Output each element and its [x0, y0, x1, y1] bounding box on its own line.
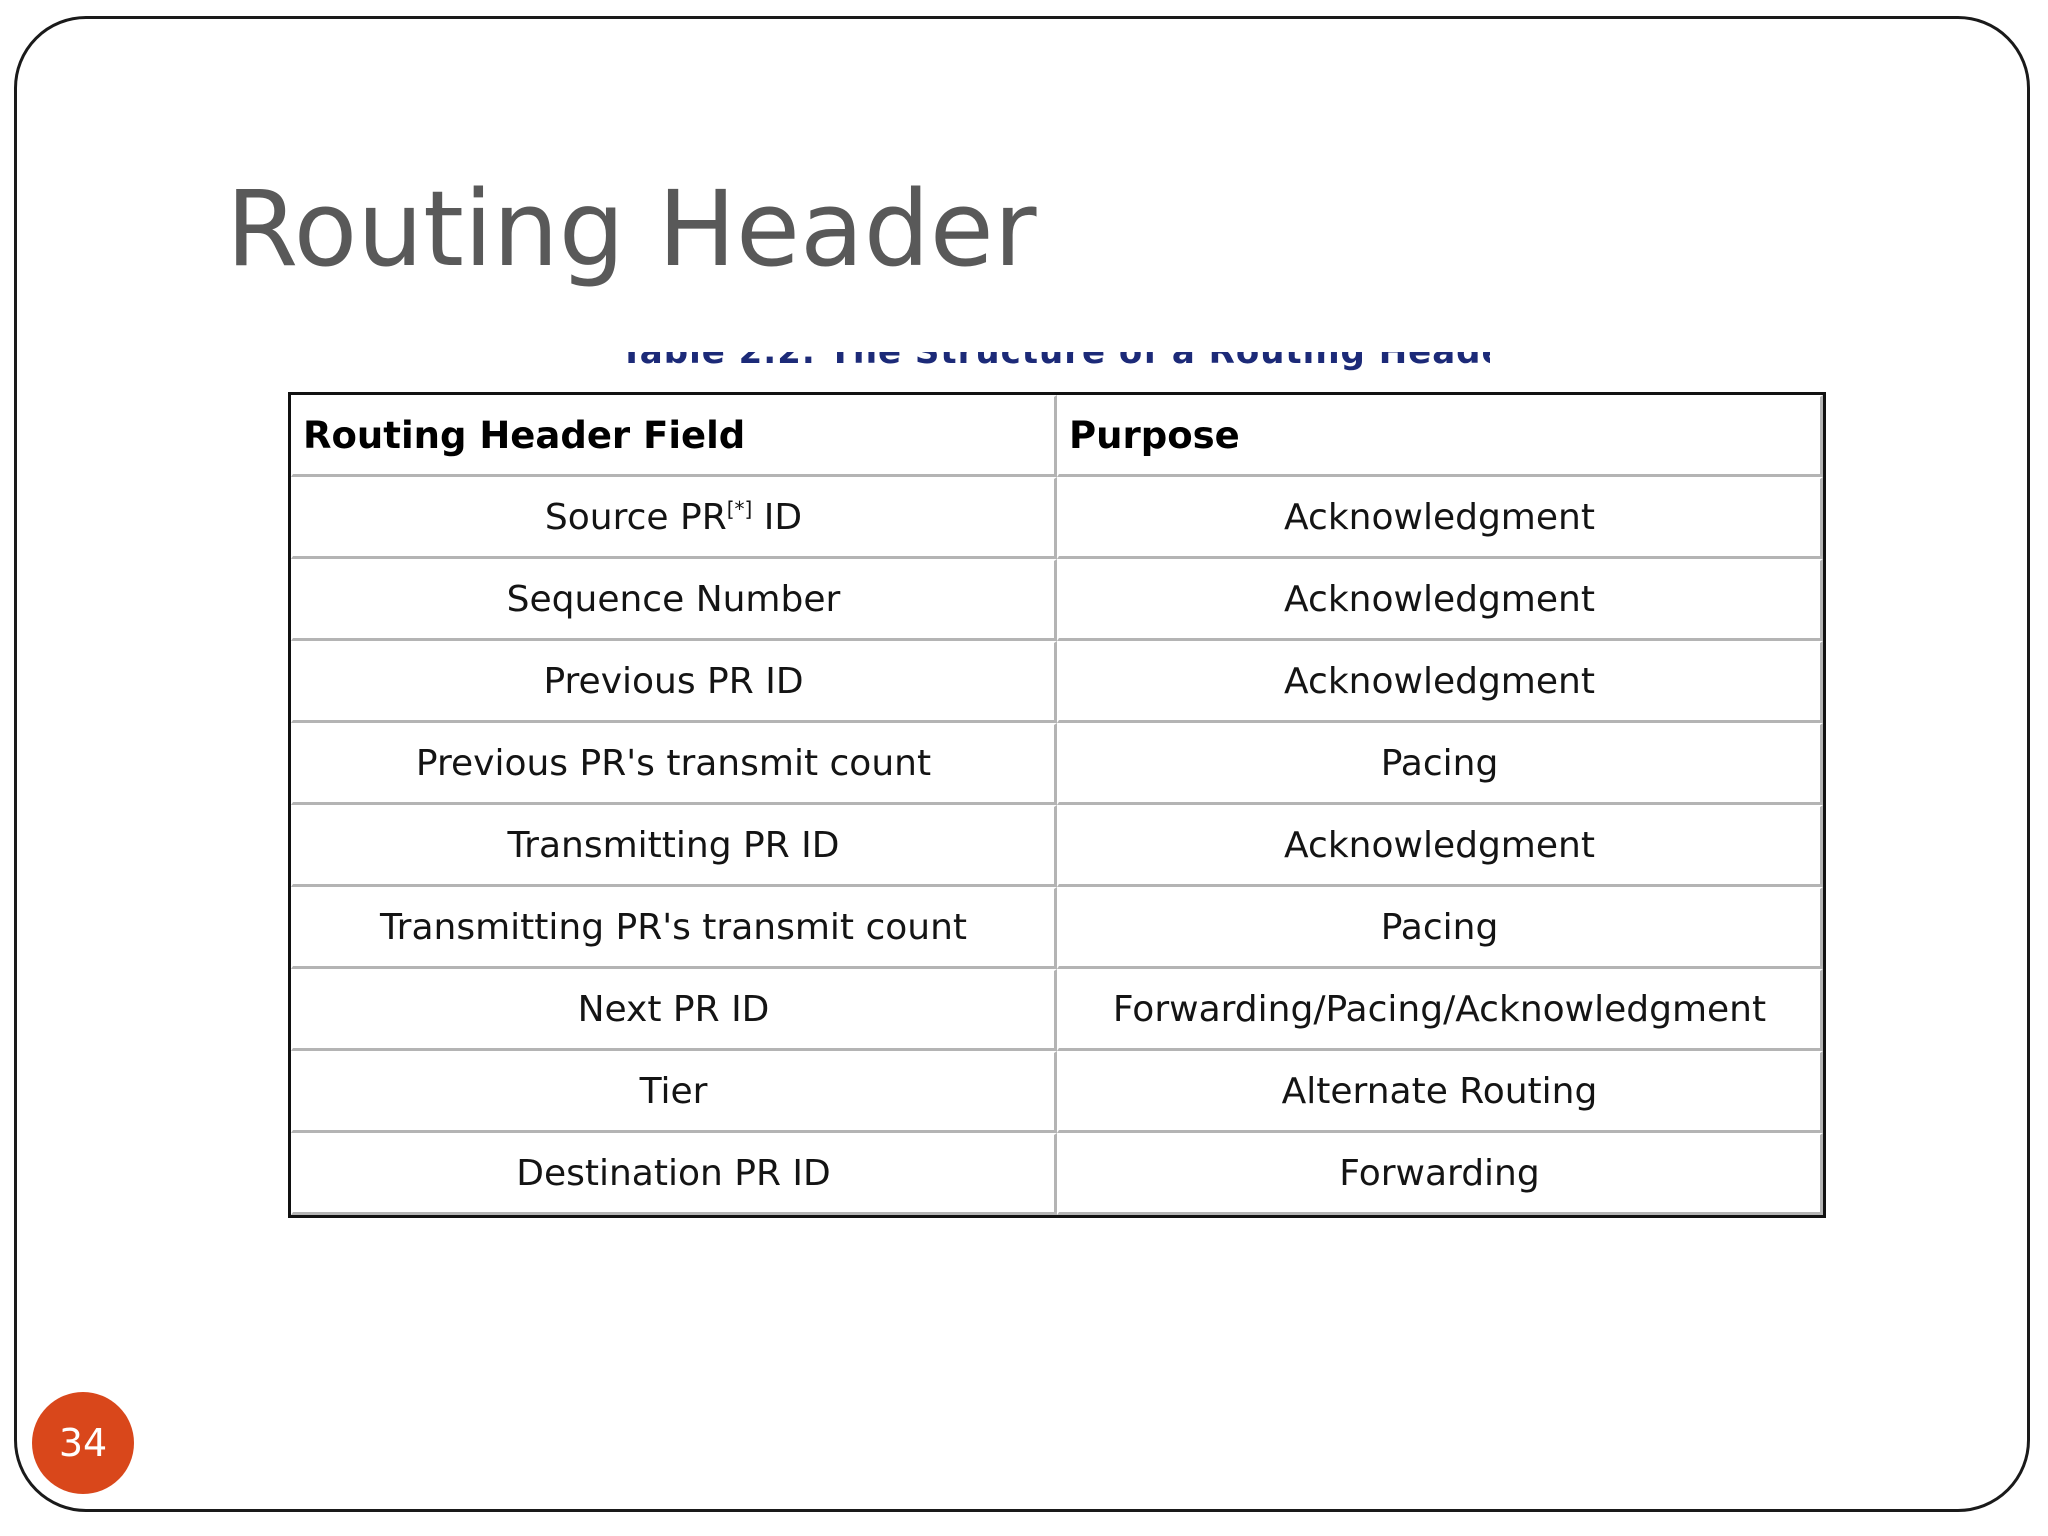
field-cell: Previous PR ID	[291, 641, 1057, 723]
purpose-cell: Acknowledgment	[1057, 641, 1823, 723]
table-row: Previous PR's transmit count Pacing	[291, 723, 1823, 805]
purpose-cell: Pacing	[1057, 723, 1823, 805]
purpose-cell: Acknowledgment	[1057, 477, 1823, 559]
purpose-cell: Pacing	[1057, 887, 1823, 969]
field-cell: Previous PR's transmit count	[291, 723, 1057, 805]
routing-header-table: Routing Header Field Purpose Source PR[*…	[288, 392, 1826, 1218]
page-number: 34	[58, 1421, 108, 1465]
purpose-cell: Forwarding	[1057, 1133, 1823, 1215]
table-row: Source PR[*] ID Acknowledgment	[291, 477, 1823, 559]
table-row: Next PR ID Forwarding/Pacing/Acknowledgm…	[291, 969, 1823, 1051]
table-row: Tier Alternate Routing	[291, 1051, 1823, 1133]
table-row: Sequence Number Acknowledgment	[291, 559, 1823, 641]
footnote-link[interactable]: [*]	[726, 497, 753, 521]
field-cell: Next PR ID	[291, 969, 1057, 1051]
table-row: Transmitting PR's transmit count Pacing	[291, 887, 1823, 969]
field-cell: Source PR[*] ID	[291, 477, 1057, 559]
table-row: Previous PR ID Acknowledgment	[291, 641, 1823, 723]
header-routing-header-field: Routing Header Field	[291, 395, 1057, 477]
field-cell: Tier	[291, 1051, 1057, 1133]
purpose-cell: Acknowledgment	[1057, 805, 1823, 887]
purpose-cell: Alternate Routing	[1057, 1051, 1823, 1133]
field-cell: Destination PR ID	[291, 1133, 1057, 1215]
field-text: Source PR	[544, 497, 727, 538]
slide-title: Routing Header	[226, 168, 1037, 290]
field-cell: Transmitting PR ID	[291, 805, 1057, 887]
page-number-badge: 34	[32, 1392, 134, 1494]
header-purpose: Purpose	[1057, 395, 1823, 477]
table-row: Transmitting PR ID Acknowledgment	[291, 805, 1823, 887]
table-header-row: Routing Header Field Purpose	[291, 395, 1823, 477]
table-caption-cropped: Table 2.2. The Structure of a Routing He…	[620, 352, 1490, 372]
field-suffix: ID	[752, 497, 803, 538]
purpose-cell: Acknowledgment	[1057, 559, 1823, 641]
table-row: Destination PR ID Forwarding	[291, 1133, 1823, 1215]
field-cell: Transmitting PR's transmit count	[291, 887, 1057, 969]
field-cell: Sequence Number	[291, 559, 1057, 641]
purpose-cell: Forwarding/Pacing/Acknowledgment	[1057, 969, 1823, 1051]
